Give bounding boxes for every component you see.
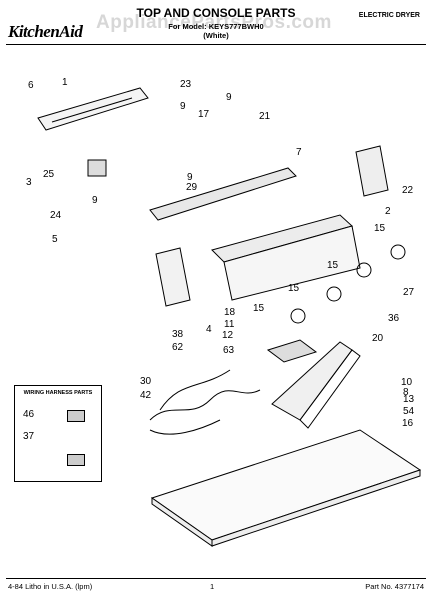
callout-15: 15 bbox=[253, 303, 265, 314]
brand-logo: KitchenAid bbox=[8, 22, 83, 41]
callout-1: 1 bbox=[62, 77, 68, 88]
callout-62: 62 bbox=[172, 342, 184, 353]
callout-13: 13 bbox=[403, 394, 415, 405]
callout-21: 21 bbox=[259, 111, 271, 122]
callout-9: 9 bbox=[180, 101, 186, 112]
callout-3: 3 bbox=[26, 177, 32, 188]
terminal-block bbox=[87, 159, 107, 177]
model-line: For Model: KEYS777BWH0 bbox=[168, 22, 264, 31]
callout-27: 27 bbox=[403, 287, 415, 298]
header-rule bbox=[6, 44, 426, 45]
callout-38: 38 bbox=[172, 329, 184, 340]
lint-screen bbox=[266, 339, 318, 363]
footer-litho: 4-84 Litho in U.S.A. (lpm) bbox=[8, 582, 93, 591]
callout-29: 29 bbox=[186, 182, 198, 193]
callout-11: 11 bbox=[224, 319, 235, 330]
callout-22: 22 bbox=[402, 185, 414, 196]
inset-title: WIRING HARNESS PARTS bbox=[23, 390, 93, 396]
callout-36: 36 bbox=[388, 313, 400, 324]
knob bbox=[290, 308, 306, 324]
wiring-harness bbox=[149, 389, 261, 421]
page-title: TOP AND CONSOLE PARTS bbox=[136, 6, 296, 20]
callout-54: 54 bbox=[403, 406, 415, 417]
callout-6: 6 bbox=[28, 80, 34, 91]
callout-25: 25 bbox=[43, 169, 55, 180]
callout-4: 4 bbox=[206, 324, 212, 335]
end-cap bbox=[355, 145, 389, 197]
wiring-harness-parts-box: WIRING HARNESS PARTS 46 37 bbox=[14, 385, 102, 482]
callout-9: 9 bbox=[226, 92, 232, 103]
footer-rule bbox=[6, 578, 426, 579]
callout-9: 9 bbox=[92, 195, 98, 206]
callout-9: 9 bbox=[187, 172, 193, 183]
watermark: AppliancePartsPros.com bbox=[96, 12, 332, 33]
knob bbox=[326, 286, 342, 302]
callout-12: 12 bbox=[222, 330, 234, 341]
callout-15: 15 bbox=[288, 283, 300, 294]
callout-5: 5 bbox=[52, 234, 58, 245]
callout-24: 24 bbox=[50, 210, 62, 221]
callout-10: 10 bbox=[401, 377, 413, 388]
callout-16: 16 bbox=[402, 418, 414, 429]
callout-2: 2 bbox=[385, 206, 391, 217]
callout-37: 37 bbox=[23, 431, 35, 442]
color-line: (White) bbox=[203, 31, 229, 40]
callout-63: 63 bbox=[223, 345, 235, 356]
callout-46: 46 bbox=[23, 409, 35, 420]
knob bbox=[356, 262, 372, 278]
product-type: ELECTRIC DRYER bbox=[358, 12, 420, 19]
connector-46 bbox=[67, 410, 85, 422]
control-bracket bbox=[149, 167, 297, 221]
callout-15: 15 bbox=[374, 223, 386, 234]
footer-part-number: Part No. 4377174 bbox=[365, 582, 424, 591]
callout-23: 23 bbox=[180, 79, 192, 90]
rear-panel bbox=[37, 87, 149, 131]
callout-17: 17 bbox=[198, 109, 210, 120]
side-panel bbox=[155, 247, 191, 307]
connector-37 bbox=[67, 454, 85, 466]
callout-15: 15 bbox=[327, 260, 339, 271]
callout-8: 8 bbox=[403, 387, 409, 398]
callout-20: 20 bbox=[372, 333, 384, 344]
callout-18: 18 bbox=[224, 307, 236, 318]
callout-7: 7 bbox=[296, 147, 302, 158]
callout-42: 42 bbox=[140, 390, 152, 401]
footer-page-number: 1 bbox=[210, 582, 215, 591]
callout-30: 30 bbox=[140, 376, 152, 387]
knob bbox=[390, 244, 406, 260]
